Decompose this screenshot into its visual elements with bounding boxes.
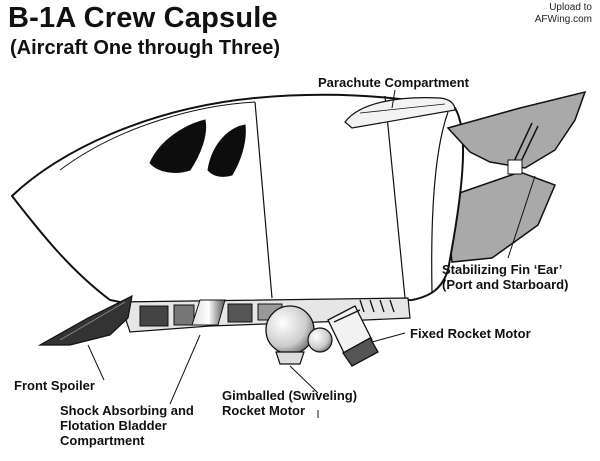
compartment-bays — [139, 303, 283, 327]
label-gimballed-line-1: Gimballed (Swiveling) — [222, 388, 358, 403]
label-parachute-compartment: Parachute Compartment — [318, 75, 469, 90]
label-shock-line-2: Flotation Bladder — [60, 418, 167, 433]
leader-lines — [87, 89, 536, 418]
rear-window — [207, 124, 246, 177]
fin-hinge — [507, 159, 523, 175]
label-shock-line-3: Compartment — [60, 433, 145, 448]
watermark-line-1: Upload to — [549, 2, 592, 13]
parachute-compartment — [344, 97, 456, 129]
shock-absorbing-leader — [169, 334, 201, 405]
label-stabilizing-fin-line-1: Stabilizing Fin ‘Ear’ — [442, 262, 563, 277]
gimballed-motor-nozzle — [275, 351, 305, 365]
label-shock-line-1: Shock Absorbing and — [60, 403, 194, 418]
panel-line-2 — [384, 95, 406, 299]
rear-struts — [359, 299, 395, 313]
compartment-cylinder — [191, 299, 226, 326]
gimballed-leader — [289, 365, 319, 394]
label-stabilizing-fin: Stabilizing Fin ‘Ear’ (Port and Starboar… — [442, 262, 568, 292]
label-gimballed-rocket-motor: Gimballed (Swiveling) Rocket Motor — [222, 388, 357, 418]
canopy-top-edge — [59, 101, 256, 171]
label-front-spoiler: Front Spoiler — [14, 378, 95, 393]
front-spoiler — [37, 294, 133, 346]
label-stabilizing-fin-line-2: (Port and Starboard) — [442, 277, 569, 292]
front-spoiler-highlight — [59, 301, 126, 341]
diagram-subtitle: (Aircraft One through Three) — [10, 37, 281, 59]
panel-line-1 — [254, 101, 273, 299]
label-fixed-rocket-motor: Fixed Rocket Motor — [410, 326, 531, 341]
parachute-seam — [359, 103, 446, 114]
fixed-rocket-motor — [327, 305, 379, 367]
label-gimballed-line-2: Rocket Motor — [222, 403, 306, 418]
fixed-rocket-leader — [371, 332, 406, 343]
label-shock-absorbing-compartment: Shock Absorbing and Flotation Bladder Co… — [60, 403, 194, 448]
small-tank — [307, 327, 333, 353]
watermark: Upload to AFWing.com — [535, 2, 592, 26]
gimballed-motor-sphere — [265, 305, 315, 355]
side-panel-edge — [431, 111, 449, 293]
stabilizing-fin-ear — [446, 90, 587, 169]
stab-fin-leader — [507, 175, 536, 259]
diagram-title: B-1A Crew Capsule — [8, 2, 278, 34]
watermark-line-2: AFWing.com — [534, 14, 592, 25]
front-spoiler-leader — [87, 344, 105, 381]
front-window — [149, 119, 207, 173]
parachute-leader — [391, 89, 396, 109]
